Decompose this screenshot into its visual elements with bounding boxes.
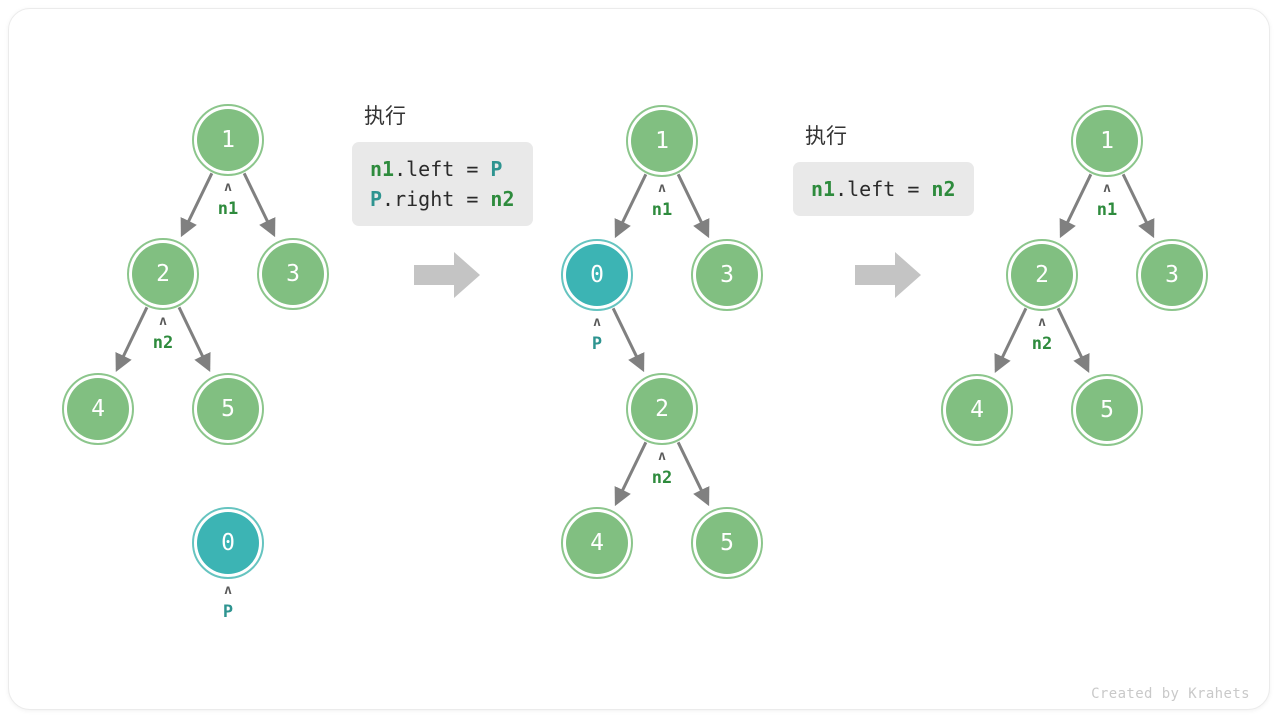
tree-node-1: 1 [626,105,698,177]
caret-icon: ʌ [1103,181,1111,196]
tree-node-value: 4 [566,512,628,574]
tree-node-4: 4 [561,507,633,579]
step-caption-1: 执行 [364,105,406,128]
tree-node-5: 5 [1071,374,1143,446]
tree-node-1: 1 [192,104,264,176]
code-line: n1.left = n2 [811,174,956,204]
tree-node-value: 1 [1076,110,1138,172]
tree-node-value: 5 [696,512,758,574]
caret-icon: ʌ [224,583,232,598]
step-arrow-1 [414,252,480,298]
tree-node-value: 3 [696,244,758,306]
code-box-2: n1.left = n2 [793,162,974,216]
pointer-label-n1: ʌ n1 [632,181,692,220]
tree-node-3: 3 [257,238,329,310]
tree-node-5: 5 [192,373,264,445]
tree-node-value: 0 [566,244,628,306]
caret-icon: ʌ [1038,315,1046,330]
tree-node-value: 3 [262,243,324,305]
code-token: n2 [931,177,956,201]
tree-node-0: 0 [561,239,633,311]
tree-node-1: 1 [1071,105,1143,177]
code-token: P [490,157,503,181]
tree-node-3: 3 [691,239,763,311]
code-line: P.right = n2 [370,184,515,214]
caret-icon: ʌ [658,449,666,464]
tree-node-4: 4 [941,374,1013,446]
tree-node-2: 2 [1006,239,1078,311]
tree-node-3: 3 [1136,239,1208,311]
caret-icon: ʌ [658,181,666,196]
code-token: n1 [811,177,836,201]
pointer-name: P [591,334,603,354]
pointer-label-n2: ʌ n2 [1012,315,1072,354]
footer-credit: Created by Krahets [1091,686,1250,702]
tree-node-value: 3 [1141,244,1203,306]
pointer-name: P [222,602,234,622]
tree-node-5: 5 [691,507,763,579]
code-token: n2 [490,187,515,211]
pointer-name: n1 [1096,200,1118,220]
pointer-label-n1: ʌ n1 [1077,181,1137,220]
tree-node-value: 0 [197,512,259,574]
pointer-name: n1 [217,199,239,219]
code-line: n1.left = P [370,154,515,184]
pointer-label-n2: ʌ n2 [632,449,692,488]
pointer-name: n1 [651,200,673,220]
tree-node-value: 2 [1011,244,1073,306]
code-token: P [370,187,383,211]
tree-node-value: 1 [631,110,693,172]
pointer-name: n2 [1031,334,1053,354]
code-token: .left = [394,157,491,181]
tree-node-2: 2 [127,238,199,310]
tree-node-value: 2 [132,243,194,305]
step-arrow-2 [855,252,921,298]
pointer-name: n2 [651,468,673,488]
pointer-name: n2 [152,333,174,353]
pointer-label-n1: ʌ n1 [198,180,258,219]
code-token: n1 [370,157,395,181]
code-token: .left = [835,177,932,201]
tree-node-value: 4 [946,379,1008,441]
tree-node-value: 5 [197,378,259,440]
pointer-label-n2: ʌ n2 [133,314,193,353]
tree-node-value: 1 [197,109,259,171]
tree-node-4: 4 [62,373,134,445]
tree-node-value: 5 [1076,379,1138,441]
code-token: .right = [382,187,491,211]
caret-icon: ʌ [224,180,232,195]
tree-node-value: 4 [67,378,129,440]
caret-icon: ʌ [593,315,601,330]
tree-node-0: 0 [192,507,264,579]
caret-icon: ʌ [159,314,167,329]
tree-node-2: 2 [626,373,698,445]
tree-node-value: 2 [631,378,693,440]
step-caption-2: 执行 [805,125,847,148]
